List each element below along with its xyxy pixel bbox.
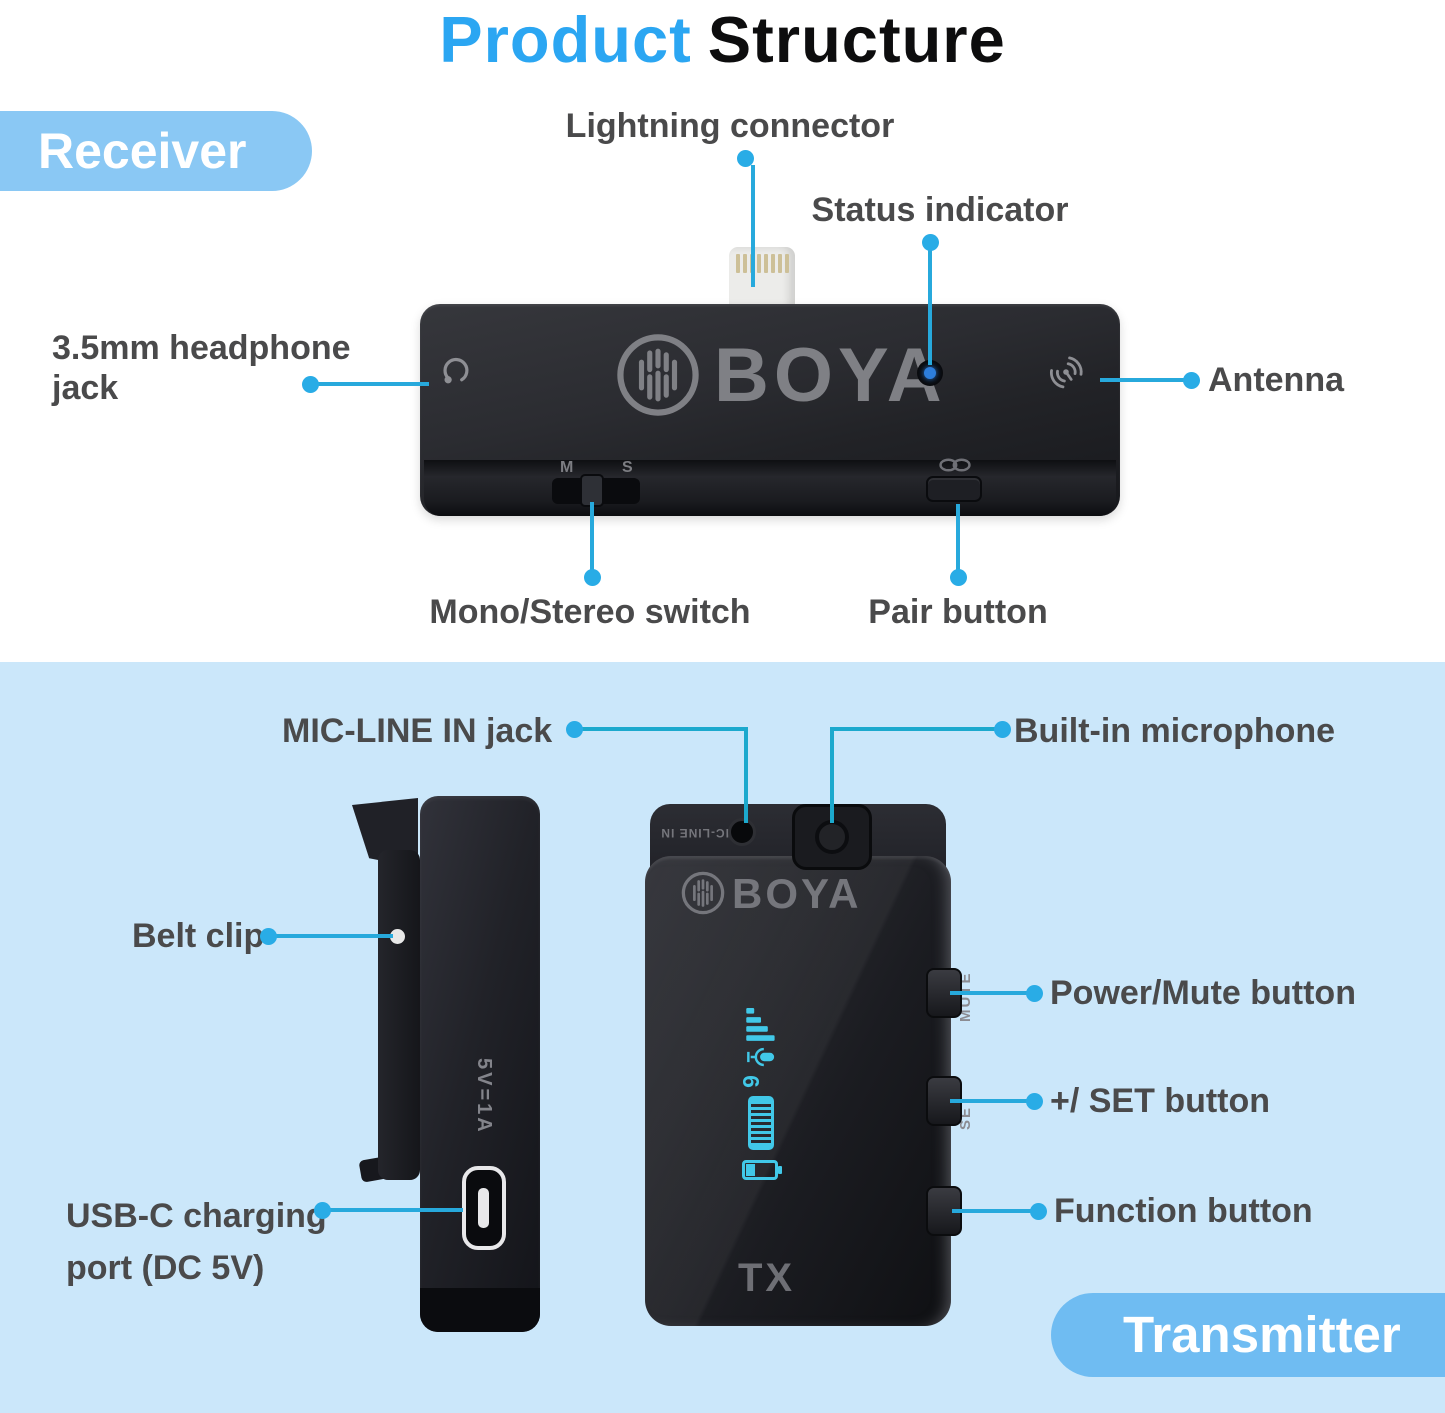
headphone-jack-icon — [443, 358, 469, 384]
usb-c-port — [462, 1166, 506, 1250]
receiver-badge: Receiver — [0, 111, 312, 191]
callout-dot-function — [1030, 1203, 1047, 1220]
callout-dot-headphone — [302, 376, 319, 393]
pair-button — [926, 476, 982, 502]
callout-headphone-jack: 3.5mm headphone jack — [52, 329, 351, 407]
callout-antenna: Antenna — [1208, 361, 1344, 399]
pair-link-icon — [939, 458, 971, 472]
callout-built-in-mic: Built-in microphone — [1014, 712, 1336, 750]
tx-marking: TX — [738, 1256, 796, 1300]
callout-mic-line-in: MIC-LINE IN jack — [282, 712, 553, 750]
mono-marking: M — [560, 459, 574, 476]
belt-clip — [378, 850, 420, 1180]
boya-logo-icon — [681, 871, 725, 915]
callout-line-built-in-mic — [834, 727, 996, 731]
callout-line-mic-line-in — [581, 727, 748, 731]
mic-line-in-jack — [728, 818, 756, 846]
callout-plus-set: +/ SET button — [1050, 1082, 1271, 1120]
callout-line-usb-c — [329, 1208, 463, 1212]
transmitter-side-bottom — [420, 1288, 540, 1332]
callout-dot-status — [922, 234, 939, 251]
callout-line-headphone — [317, 382, 429, 386]
callout-dot-mic-line-in — [566, 721, 583, 738]
lightning-connector — [729, 247, 795, 309]
callout-line-mono-stereo — [590, 502, 594, 572]
battery-icon — [742, 1160, 782, 1180]
callout-mono-stereo-switch: Mono/Stereo switch — [429, 593, 751, 631]
gain-value: 6 — [737, 1075, 764, 1088]
power-rating-marking: 5V=1A — [473, 1058, 495, 1135]
callout-lightning-connector: Lightning connector — [565, 107, 895, 145]
callout-dot-power-mute — [1026, 985, 1043, 1002]
callout-dot-mono-stereo — [584, 569, 601, 586]
callout-line-lightning — [751, 165, 755, 287]
mono-stereo-switch — [552, 474, 640, 507]
callout-line-status — [928, 249, 932, 365]
callout-dot-lightning — [737, 150, 754, 167]
callout-line-set — [950, 1099, 1028, 1103]
callout-dot-set — [1026, 1093, 1043, 1110]
lightning-pins — [736, 254, 789, 273]
callout-line-power-mute — [950, 991, 1028, 995]
page-title-rest: Structure — [707, 3, 1006, 76]
receiver-brand-text: BOYA — [714, 333, 947, 418]
callout-dot-belt-clip — [260, 928, 277, 945]
transmitter-brand-text: BOYA — [732, 870, 862, 917]
microphone-gain-icon — [747, 1047, 775, 1067]
callout-dot-pair — [950, 569, 967, 586]
transmitter-badge: Transmitter — [1051, 1293, 1445, 1377]
level-gauge-icon — [748, 1096, 774, 1150]
callout-status-indicator: Status indicator — [811, 191, 1069, 229]
callout-dot-usb-c — [314, 1202, 331, 1219]
callout-function: Function button — [1054, 1192, 1313, 1230]
callout-dot-built-in-mic — [994, 721, 1011, 738]
callout-usb-c: USB-C charging port (DC 5V) — [66, 1197, 327, 1287]
antenna-icon — [1050, 356, 1083, 389]
stereo-marking: S — [622, 459, 633, 476]
receiver-bottom-edge — [424, 460, 1116, 516]
boya-logo-icon — [617, 334, 699, 416]
callout-power-mute: Power/Mute button — [1050, 974, 1356, 1012]
signal-strength-icon — [746, 1008, 775, 1041]
callout-line-antenna — [1100, 378, 1185, 382]
callout-pair-button: Pair button — [868, 593, 1048, 631]
belt-clip-screw — [390, 929, 405, 944]
callout-line-function — [952, 1209, 1032, 1213]
page-title-accent: Product — [439, 3, 692, 76]
callout-line-pair — [956, 504, 960, 572]
callout-belt-clip: Belt clip — [132, 917, 265, 955]
callout-dot-antenna — [1183, 372, 1200, 389]
transmitter-device — [645, 856, 951, 1326]
callout-line-belt-clip — [275, 934, 393, 938]
callout-line-built-in-mic-drop — [830, 727, 834, 823]
callout-line-mic-line-in-drop — [744, 727, 748, 823]
